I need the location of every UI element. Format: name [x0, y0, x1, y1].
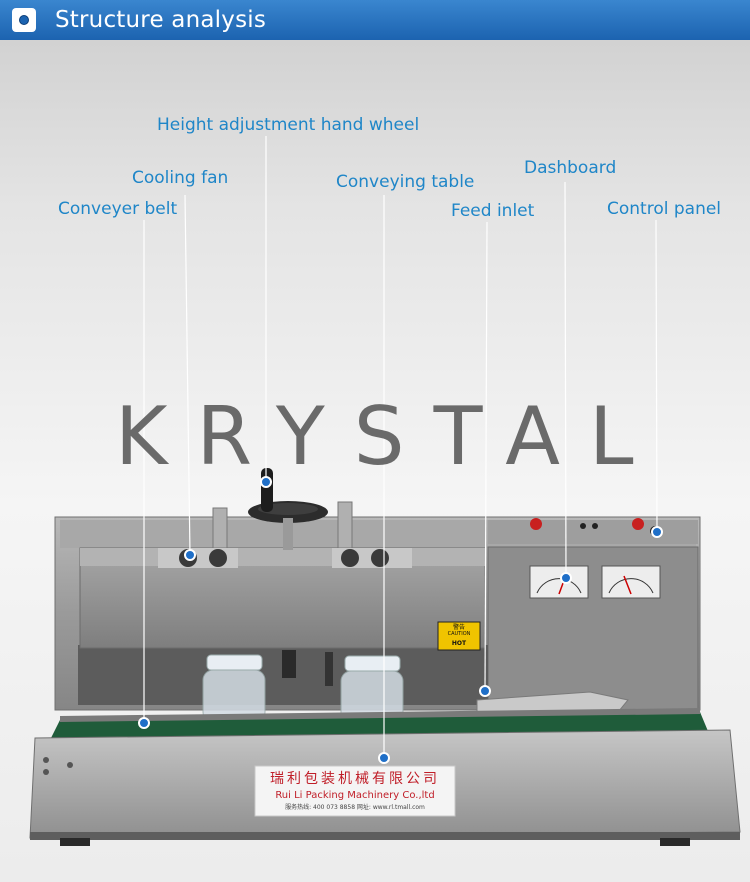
nameplate-contact: 服务热线: 400 073 8858 网址: www.rl.tmall.com: [285, 804, 425, 811]
callout-cooling-fan-label: Cooling fan: [132, 168, 229, 188]
camera-icon: [12, 8, 36, 32]
nameplate: [254, 765, 456, 817]
callout-dashboard-label: Dashboard: [524, 158, 617, 178]
cooling-fan-left: [158, 548, 238, 568]
callout-conveyer-belt-label: Conveyer belt: [58, 199, 178, 219]
glass-jar-left: [202, 654, 266, 723]
caution-label: [437, 621, 481, 651]
callout-feed-inlet-label: Feed inlet: [451, 201, 535, 221]
caution-label-hot: HOT: [451, 640, 467, 647]
ammeter-gauge: [529, 565, 589, 599]
right-housing: [487, 546, 699, 713]
callout-hand-wheel-label: Height adjustment hand wheel: [157, 115, 420, 135]
caution-label-english: CAUTION: [447, 631, 471, 637]
voltmeter-gauge: [601, 565, 661, 599]
glass-jar-right: [340, 655, 404, 724]
header-bar: Structure analysis: [0, 0, 750, 40]
callout-control-panel-label: Control panel: [607, 199, 722, 219]
cooling-fan-right: [332, 548, 412, 568]
caution-label-chinese: 警告: [452, 624, 465, 631]
page-title: Structure analysis: [55, 7, 267, 33]
krystal-watermark: KRYSTAL: [115, 390, 663, 483]
callout-conveying-table-label: Conveying table: [336, 172, 475, 192]
nameplate-english: Rui Li Packing Machinery Co.,ltd: [275, 790, 435, 801]
control-knobs: [530, 518, 660, 536]
nameplate-chinese: 瑞利包装机械有限公司: [270, 771, 440, 787]
